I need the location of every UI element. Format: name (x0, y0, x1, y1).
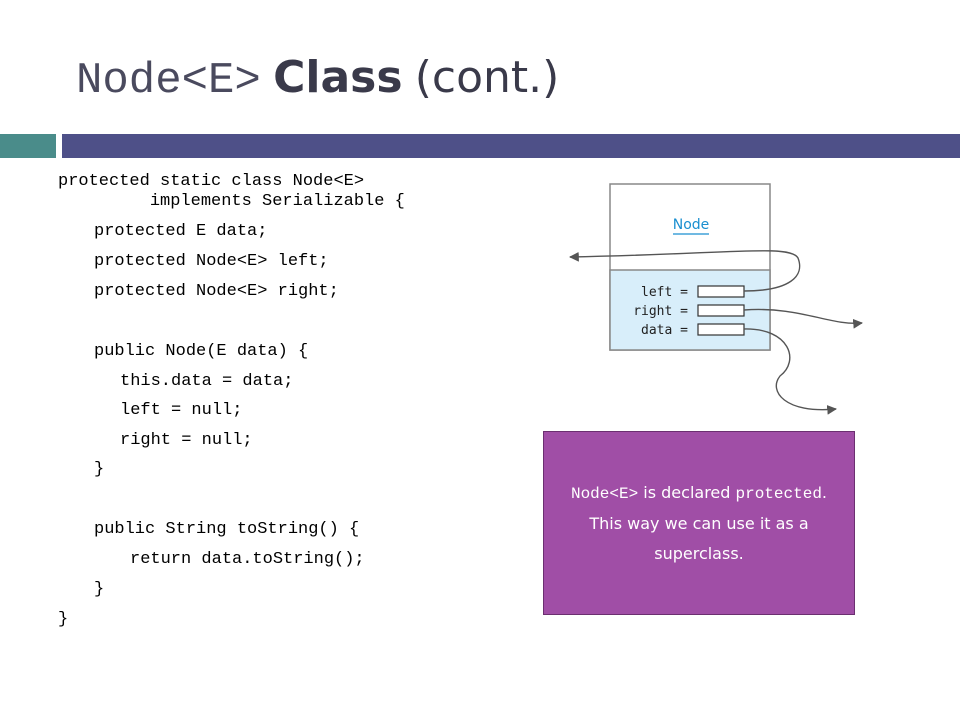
code-line: protected static class Node<E> (58, 172, 365, 191)
accent-bar-teal (0, 134, 56, 158)
title-suffix: (cont.) (414, 52, 560, 103)
code-line: public String toString() { (94, 520, 360, 539)
field-right-label: right = (633, 304, 688, 319)
code-line: implements Serializable { (58, 192, 405, 211)
field-left-slot (697, 285, 745, 298)
code-line: this.data = data; (120, 372, 294, 391)
field-left-label: left = (641, 285, 688, 300)
node-diagram: Node left = right = data = (569, 183, 863, 415)
code-line: left = null; (120, 401, 243, 420)
code-line: } (58, 610, 69, 629)
field-right-slot (697, 304, 745, 317)
code-line: } (94, 580, 105, 599)
info-callout: Node<E> is declared protected. This way … (543, 431, 855, 615)
data-pointer-arrow (743, 328, 837, 415)
code-line: } (94, 460, 105, 479)
title-code-part: Node<E> (76, 56, 261, 106)
callout-text-2: . This way we can use it as a superclass… (589, 482, 828, 563)
code-line: right = null; (120, 431, 253, 450)
code-line: protected E data; (94, 222, 268, 241)
code-line: public Node(E data) { (94, 342, 309, 361)
code-line: return data.toString(); (130, 550, 365, 569)
slide-title: Node<E> Class (cont.) (76, 48, 559, 111)
callout-text: Node<E> is declared protected. This way … (554, 478, 844, 569)
left-pointer-arrow (569, 250, 801, 292)
code-line: protected Node<E> right; (94, 282, 339, 301)
field-data-slot (697, 323, 745, 336)
callout-text-1: is declared (638, 482, 736, 502)
right-pointer-arrow (743, 308, 863, 329)
node-label: Node (673, 217, 710, 233)
field-data-label: data = (641, 323, 688, 338)
callout-code-protected: protected (735, 484, 822, 503)
code-line: protected Node<E> left; (94, 252, 329, 271)
callout-code-node: Node<E> (570, 484, 639, 503)
title-bold-part: Class (273, 52, 403, 103)
accent-bar-blue (62, 134, 960, 158)
